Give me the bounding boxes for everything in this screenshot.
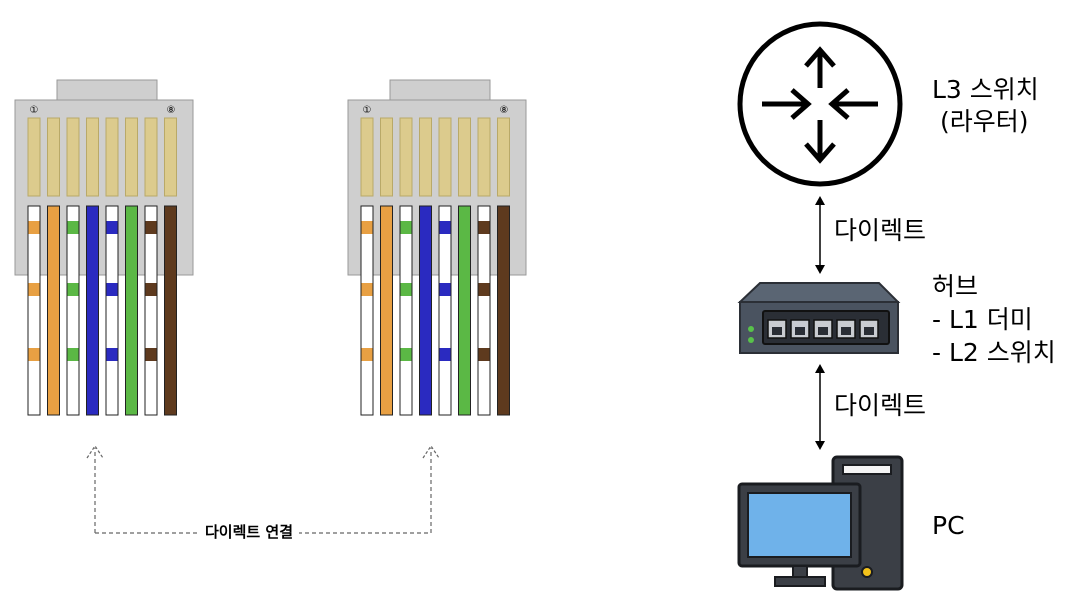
contact-pin	[66, 117, 80, 197]
wire-set	[27, 205, 177, 416]
contact-pin	[144, 117, 158, 197]
wire-stripe	[400, 283, 412, 296]
wire-stripe	[145, 221, 157, 234]
wire-set	[360, 205, 510, 416]
link-label: 다이렉트	[834, 391, 927, 420]
wire-stripe	[145, 348, 157, 361]
wire-stripe	[28, 348, 40, 361]
wire-brown	[164, 205, 177, 416]
wire-stripe	[439, 221, 451, 234]
wire-stripe	[28, 283, 40, 296]
direct-connection-label: 다이렉트 연결	[199, 521, 300, 542]
contact-pin	[477, 117, 491, 197]
wire-white-brown	[144, 205, 158, 416]
hub-label-l2: - L2 스위치	[932, 338, 1056, 367]
contact-pins	[27, 117, 177, 197]
wire-stripe	[106, 283, 118, 296]
hub-icon	[737, 282, 901, 354]
wire-stripe	[400, 348, 412, 361]
wire-stripe	[361, 221, 373, 234]
wire-stripe	[67, 221, 79, 234]
wire-white-orange	[360, 205, 374, 416]
hub-label-l1: - L1 더미	[932, 305, 1033, 334]
contact-pin	[27, 117, 41, 197]
pc-icon	[737, 455, 904, 591]
pin-1-label: ①	[30, 105, 39, 116]
wire-stripe	[67, 348, 79, 361]
contact-pin	[125, 117, 138, 197]
wire-stripe	[439, 348, 451, 361]
pin-1-label: ①	[363, 105, 372, 116]
wire-stripe	[28, 221, 40, 234]
wire-stripe	[361, 283, 373, 296]
contact-pin	[86, 117, 99, 197]
contact-pins	[360, 117, 510, 197]
wire-orange	[47, 205, 60, 416]
wire-green	[458, 205, 471, 416]
link-router-hub	[815, 196, 825, 274]
wire-white-green	[66, 205, 80, 416]
link-label: 다이렉트	[834, 216, 927, 245]
wire-stripe	[106, 221, 118, 234]
wire-green	[125, 205, 138, 416]
wire-stripe	[400, 221, 412, 234]
contact-pin	[497, 117, 510, 197]
wire-stripe	[478, 221, 490, 234]
pin-8-label: ⑧	[500, 105, 509, 116]
wire-stripe	[478, 348, 490, 361]
rj45-connector-right: ① ⑧	[347, 79, 527, 416]
contact-pin	[105, 117, 119, 197]
contact-pin	[380, 117, 393, 197]
hub-label: 허브	[932, 272, 979, 301]
wire-white-brown	[477, 205, 491, 416]
contact-pin	[399, 117, 413, 197]
wire-white-blue	[105, 205, 119, 416]
contact-pin	[360, 117, 374, 197]
contact-pin	[47, 117, 60, 197]
router-icon	[737, 21, 903, 187]
wire-white-blue	[438, 205, 452, 416]
wire-brown	[497, 205, 510, 416]
wire-stripe	[67, 283, 79, 296]
pc-label: PC	[932, 511, 965, 540]
rj45-connector-left: ① ⑧	[14, 79, 194, 416]
router-label: L3 스위치	[932, 75, 1039, 104]
wire-stripe	[439, 283, 451, 296]
pin-8-label: ⑧	[167, 105, 176, 116]
router-label-sub: (라우터)	[940, 107, 1029, 136]
contact-pin	[458, 117, 471, 197]
wire-white-orange	[27, 205, 41, 416]
contact-pin	[164, 117, 177, 197]
wire-white-green	[399, 205, 413, 416]
wire-stripe	[145, 283, 157, 296]
wire-orange	[380, 205, 393, 416]
link-hub-pc	[815, 364, 825, 450]
wire-blue	[86, 205, 99, 416]
wire-stripe	[361, 348, 373, 361]
wire-stripe	[478, 283, 490, 296]
wire-blue	[419, 205, 432, 416]
contact-pin	[438, 117, 452, 197]
contact-pin	[419, 117, 432, 197]
wire-stripe	[106, 348, 118, 361]
